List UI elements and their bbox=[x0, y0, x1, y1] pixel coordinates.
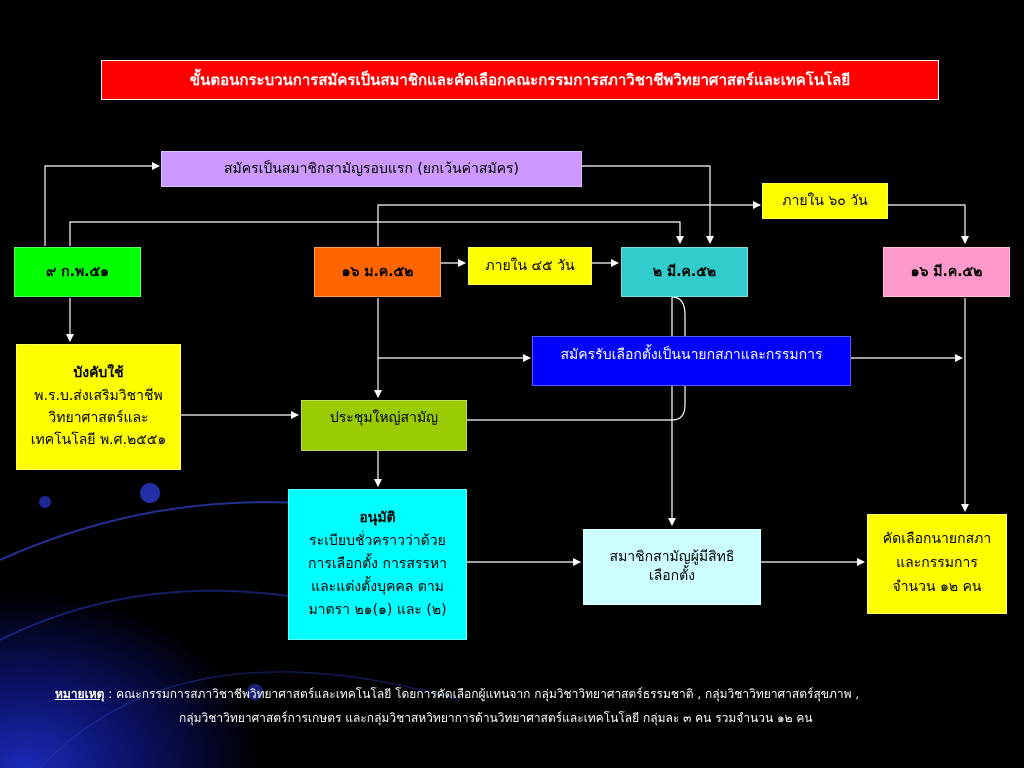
approve-line3: และแต่งตั้งบุคคล ตาม bbox=[311, 579, 444, 596]
enforce-line2: วิทยาศาสตร์และ bbox=[48, 410, 149, 426]
date-mar16-label: ๑๖ มี.ค.๕๒ bbox=[910, 263, 983, 280]
general-meeting-label: ประชุมใหญ่สามัญ bbox=[329, 410, 439, 426]
footnote: หมายเหตุ : คณะกรรมการสภาวิชาชีพวิทยาศาสต… bbox=[55, 682, 995, 730]
apply-candidate-label: สมัครรับเลือกตั้งเป็นนายกสภาและกรรมการ bbox=[560, 347, 823, 363]
eligible-line2: เลือกตั้ง bbox=[648, 568, 696, 584]
within-60-days-label: ภายใน ๖๐ วัน bbox=[782, 192, 868, 209]
select-committee-box: คัดเลือกนายกสภา และกรรมการ จำนวน ๑๒ คน bbox=[867, 514, 1007, 614]
eligible-line1: สมาชิกสามัญผู้มีสิทธิ bbox=[609, 549, 735, 566]
arrow-feb-to-register bbox=[44, 162, 160, 246]
page-title: ขั้นตอนกระบวนการสมัครเป็นสมาชิกและคัดเลื… bbox=[101, 60, 939, 100]
enforce-heading: บังคับใช้ bbox=[73, 365, 124, 382]
arrow-feb-to-mar2 bbox=[69, 221, 684, 246]
arrow-within60-to-mar16 bbox=[888, 204, 969, 244]
approve-heading: อนุมัติ bbox=[359, 509, 396, 526]
enforce-line1: พ.ร.บ.ส่งเสริมวิชาชีพ bbox=[34, 387, 163, 404]
select-line3: จำนวน ๑๒ คน bbox=[892, 578, 982, 595]
select-line2: และกรรมการ bbox=[896, 555, 978, 572]
arrow-register-to-mar2 bbox=[582, 165, 714, 244]
footnote-label: หมายเหตุ bbox=[55, 687, 105, 701]
date-jan-box: ๑๖ ม.ค.๕๒ bbox=[314, 247, 441, 297]
arrow-jan-to-within60 bbox=[377, 201, 761, 246]
footnote-line1: : คณะกรรมการสภาวิชาชีพวิทยาศาสตร์และเทคโ… bbox=[108, 687, 860, 701]
select-line1: คัดเลือกนายกสภา bbox=[882, 531, 992, 548]
register-round1-label: สมัครเป็นสมาชิกสามัญรอบแรก (ยกเว้นค่าสมั… bbox=[223, 160, 520, 177]
approve-line1: ระเบียบชั่วคราวว่าด้วย bbox=[309, 532, 446, 549]
date-jan-label: ๑๖ ม.ค.๕๒ bbox=[341, 263, 414, 280]
approve-line4: มาตรา ๒๑(๑) และ (๒) bbox=[308, 602, 447, 619]
footnote-line2: กลุ่มวิชาวิทยาศาสตร์การเกษตร และกลุ่มวิช… bbox=[179, 711, 813, 725]
within-45-days-label: ภายใน ๔๕ วัน bbox=[485, 257, 575, 274]
approve-line2: การเลือกตั้ง การสรรหา bbox=[307, 555, 447, 572]
apply-candidate-box: สมัครรับเลือกตั้งเป็นนายกสภาและกรรมการ bbox=[532, 336, 851, 386]
within-60-days-box: ภายใน ๖๐ วัน bbox=[762, 183, 888, 219]
approve-regulation-box: อนุมัติ ระเบียบชั่วคราวว่าด้วย การเลือกต… bbox=[288, 489, 467, 640]
date-mar2-label: ๒ มี.ค.๕๒ bbox=[652, 263, 717, 280]
date-feb-box: ๙ ก.พ.๕๑ bbox=[14, 247, 141, 297]
eligible-members-box: สมาชิกสามัญผู้มีสิทธิ เลือกตั้ง bbox=[583, 529, 761, 605]
date-feb-label: ๙ ก.พ.๕๑ bbox=[46, 263, 109, 280]
register-round1-box: สมัครเป็นสมาชิกสามัญรอบแรก (ยกเว้นค่าสมั… bbox=[161, 151, 582, 187]
enforce-line3: เทคโนโลยี พ.ศ.๒๕๕๑ bbox=[30, 432, 167, 449]
arrow-mar2-bracket bbox=[467, 296, 686, 421]
general-meeting-box: ประชุมใหญ่สามัญ bbox=[301, 400, 467, 451]
date-mar16-box: ๑๖ มี.ค.๕๒ bbox=[883, 247, 1010, 297]
date-mar2-box: ๒ มี.ค.๕๒ bbox=[621, 247, 748, 297]
enforce-act-box: บังคับใช้ พ.ร.บ.ส่งเสริมวิชาชีพ วิทยาศาส… bbox=[16, 344, 181, 470]
within-45-days-box: ภายใน ๔๕ วัน bbox=[468, 247, 592, 285]
